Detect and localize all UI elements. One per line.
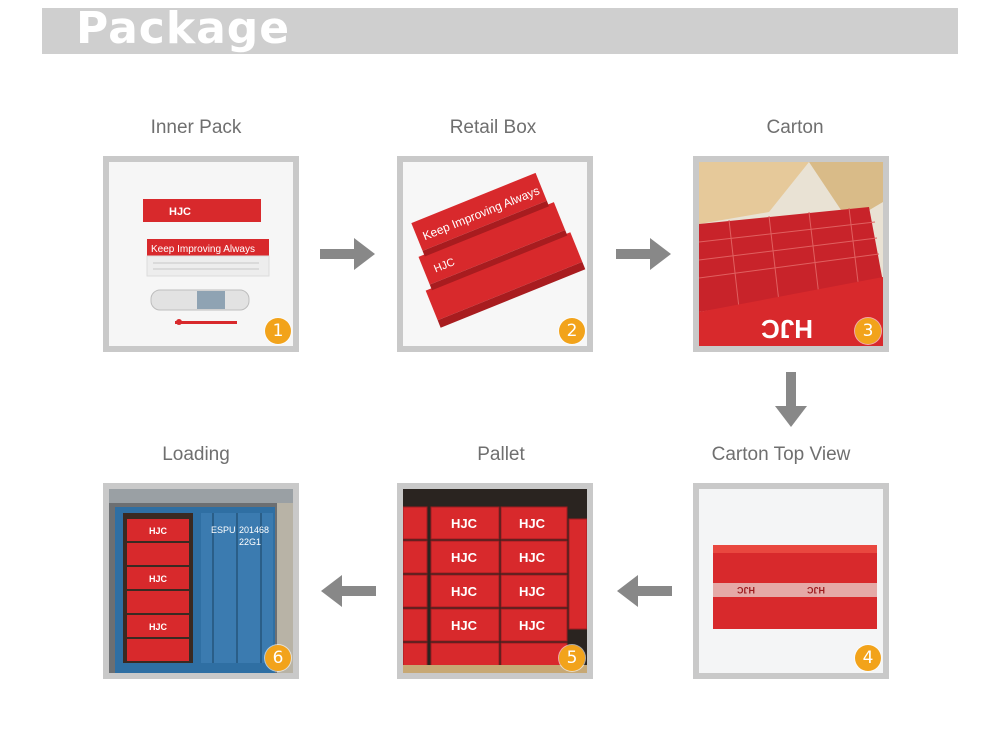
arrow-left-icon [617, 575, 672, 607]
page-title: Package [76, 3, 291, 54]
step-label-carton: Carton [766, 117, 824, 138]
pallet-brand-8: HJC [519, 618, 546, 633]
carton-brand: HJC [761, 314, 813, 344]
pallet-brand-5: HJC [451, 584, 478, 599]
step-card-carton-top-view: HJC HJC 4 [693, 483, 889, 679]
arrow-right-icon [320, 238, 375, 270]
step-label-carton-top-view: Carton Top View [711, 444, 851, 465]
top-view-brand-1: HJC [736, 585, 755, 595]
pallet-photo: HJC HJC HJC HJC HJC HJC HJC HJC [403, 489, 587, 673]
pallet-brand-6: HJC [519, 584, 546, 599]
arrow-left-icon [321, 575, 376, 607]
inner-pack-brand: HJC [169, 206, 191, 218]
step-card-inner-pack: HJC Keep Improving Always 1 [103, 156, 299, 352]
loading-brand-3: HJC [149, 622, 168, 632]
step-badge-1: 1 [265, 318, 291, 344]
inner-pack-slogan: Keep Improving Always [151, 244, 255, 255]
step-card-carton: HJC 3 [693, 156, 889, 352]
loading-brand-2: HJC [149, 574, 168, 584]
pallet-brand-7: HJC [451, 618, 478, 633]
header-bar: Package [42, 3, 958, 54]
retail-box-photo: Keep Improving Always HJC [403, 162, 587, 346]
step-label-pallet: Pallet [477, 444, 525, 465]
container-code: ESPU [211, 525, 236, 535]
step-badge-5: 5 [559, 645, 585, 671]
step-label-inner-pack: Inner Pack [150, 117, 242, 138]
container-type: 22G1 [239, 537, 261, 547]
arrow-down-icon [775, 372, 807, 427]
pallet-brand-2: HJC [519, 516, 546, 531]
step-badge-3: 3 [855, 318, 881, 344]
container-number: 201468 [239, 525, 269, 535]
step-card-loading: HJC HJC HJC ESPU 201468 22G1 6 [103, 483, 299, 679]
step-badge-2: 2 [559, 318, 585, 344]
step-card-retail-box: Keep Improving Always HJC 2 [397, 156, 593, 352]
carton-top-view-photo: HJC HJC [699, 489, 883, 673]
arrow-right-icon [616, 238, 671, 270]
pallet-brand-1: HJC [451, 516, 478, 531]
loading-brand-1: HJC [149, 526, 168, 536]
loading-photo: HJC HJC HJC ESPU 201468 22G1 [109, 489, 293, 673]
top-view-brand-2: HJC [806, 585, 825, 595]
step-card-pallet: HJC HJC HJC HJC HJC HJC HJC HJC 5 [397, 483, 593, 679]
step-label-loading: Loading [162, 444, 230, 465]
pallet-brand-4: HJC [519, 550, 546, 565]
step-label-retail-box: Retail Box [449, 117, 537, 138]
inner-pack-photo: HJC Keep Improving Always [109, 162, 293, 346]
step-badge-4: 4 [855, 645, 881, 671]
pallet-brand-3: HJC [451, 550, 478, 565]
carton-photo: HJC [699, 162, 883, 346]
step-badge-6: 6 [265, 645, 291, 671]
